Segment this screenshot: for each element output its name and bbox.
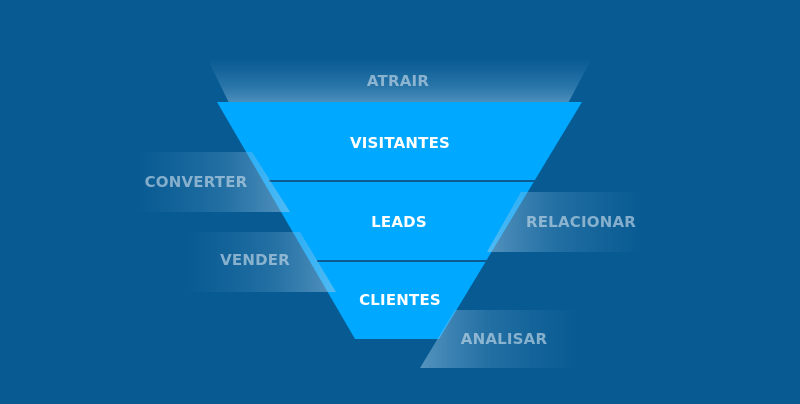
relacionar-band — [487, 192, 645, 252]
converter-band — [135, 152, 290, 212]
funnel-shape — [217, 102, 582, 339]
vender-label: VENDER — [220, 251, 290, 269]
atrair-label: ATRAIR — [366, 72, 430, 90]
vender-band — [185, 232, 336, 292]
converter-label: CONVERTER — [144, 173, 248, 191]
analisar-label: ANALISAR — [460, 330, 548, 348]
relacionar-label: RELACIONAR — [525, 213, 637, 231]
analisar-band — [420, 310, 580, 368]
stage-label-clientes: CLIENTES — [359, 291, 441, 309]
atrair-band — [207, 58, 592, 109]
stage-label-visitantes: VISITANTES — [349, 134, 451, 152]
stage-label-leads: LEADS — [371, 213, 427, 231]
